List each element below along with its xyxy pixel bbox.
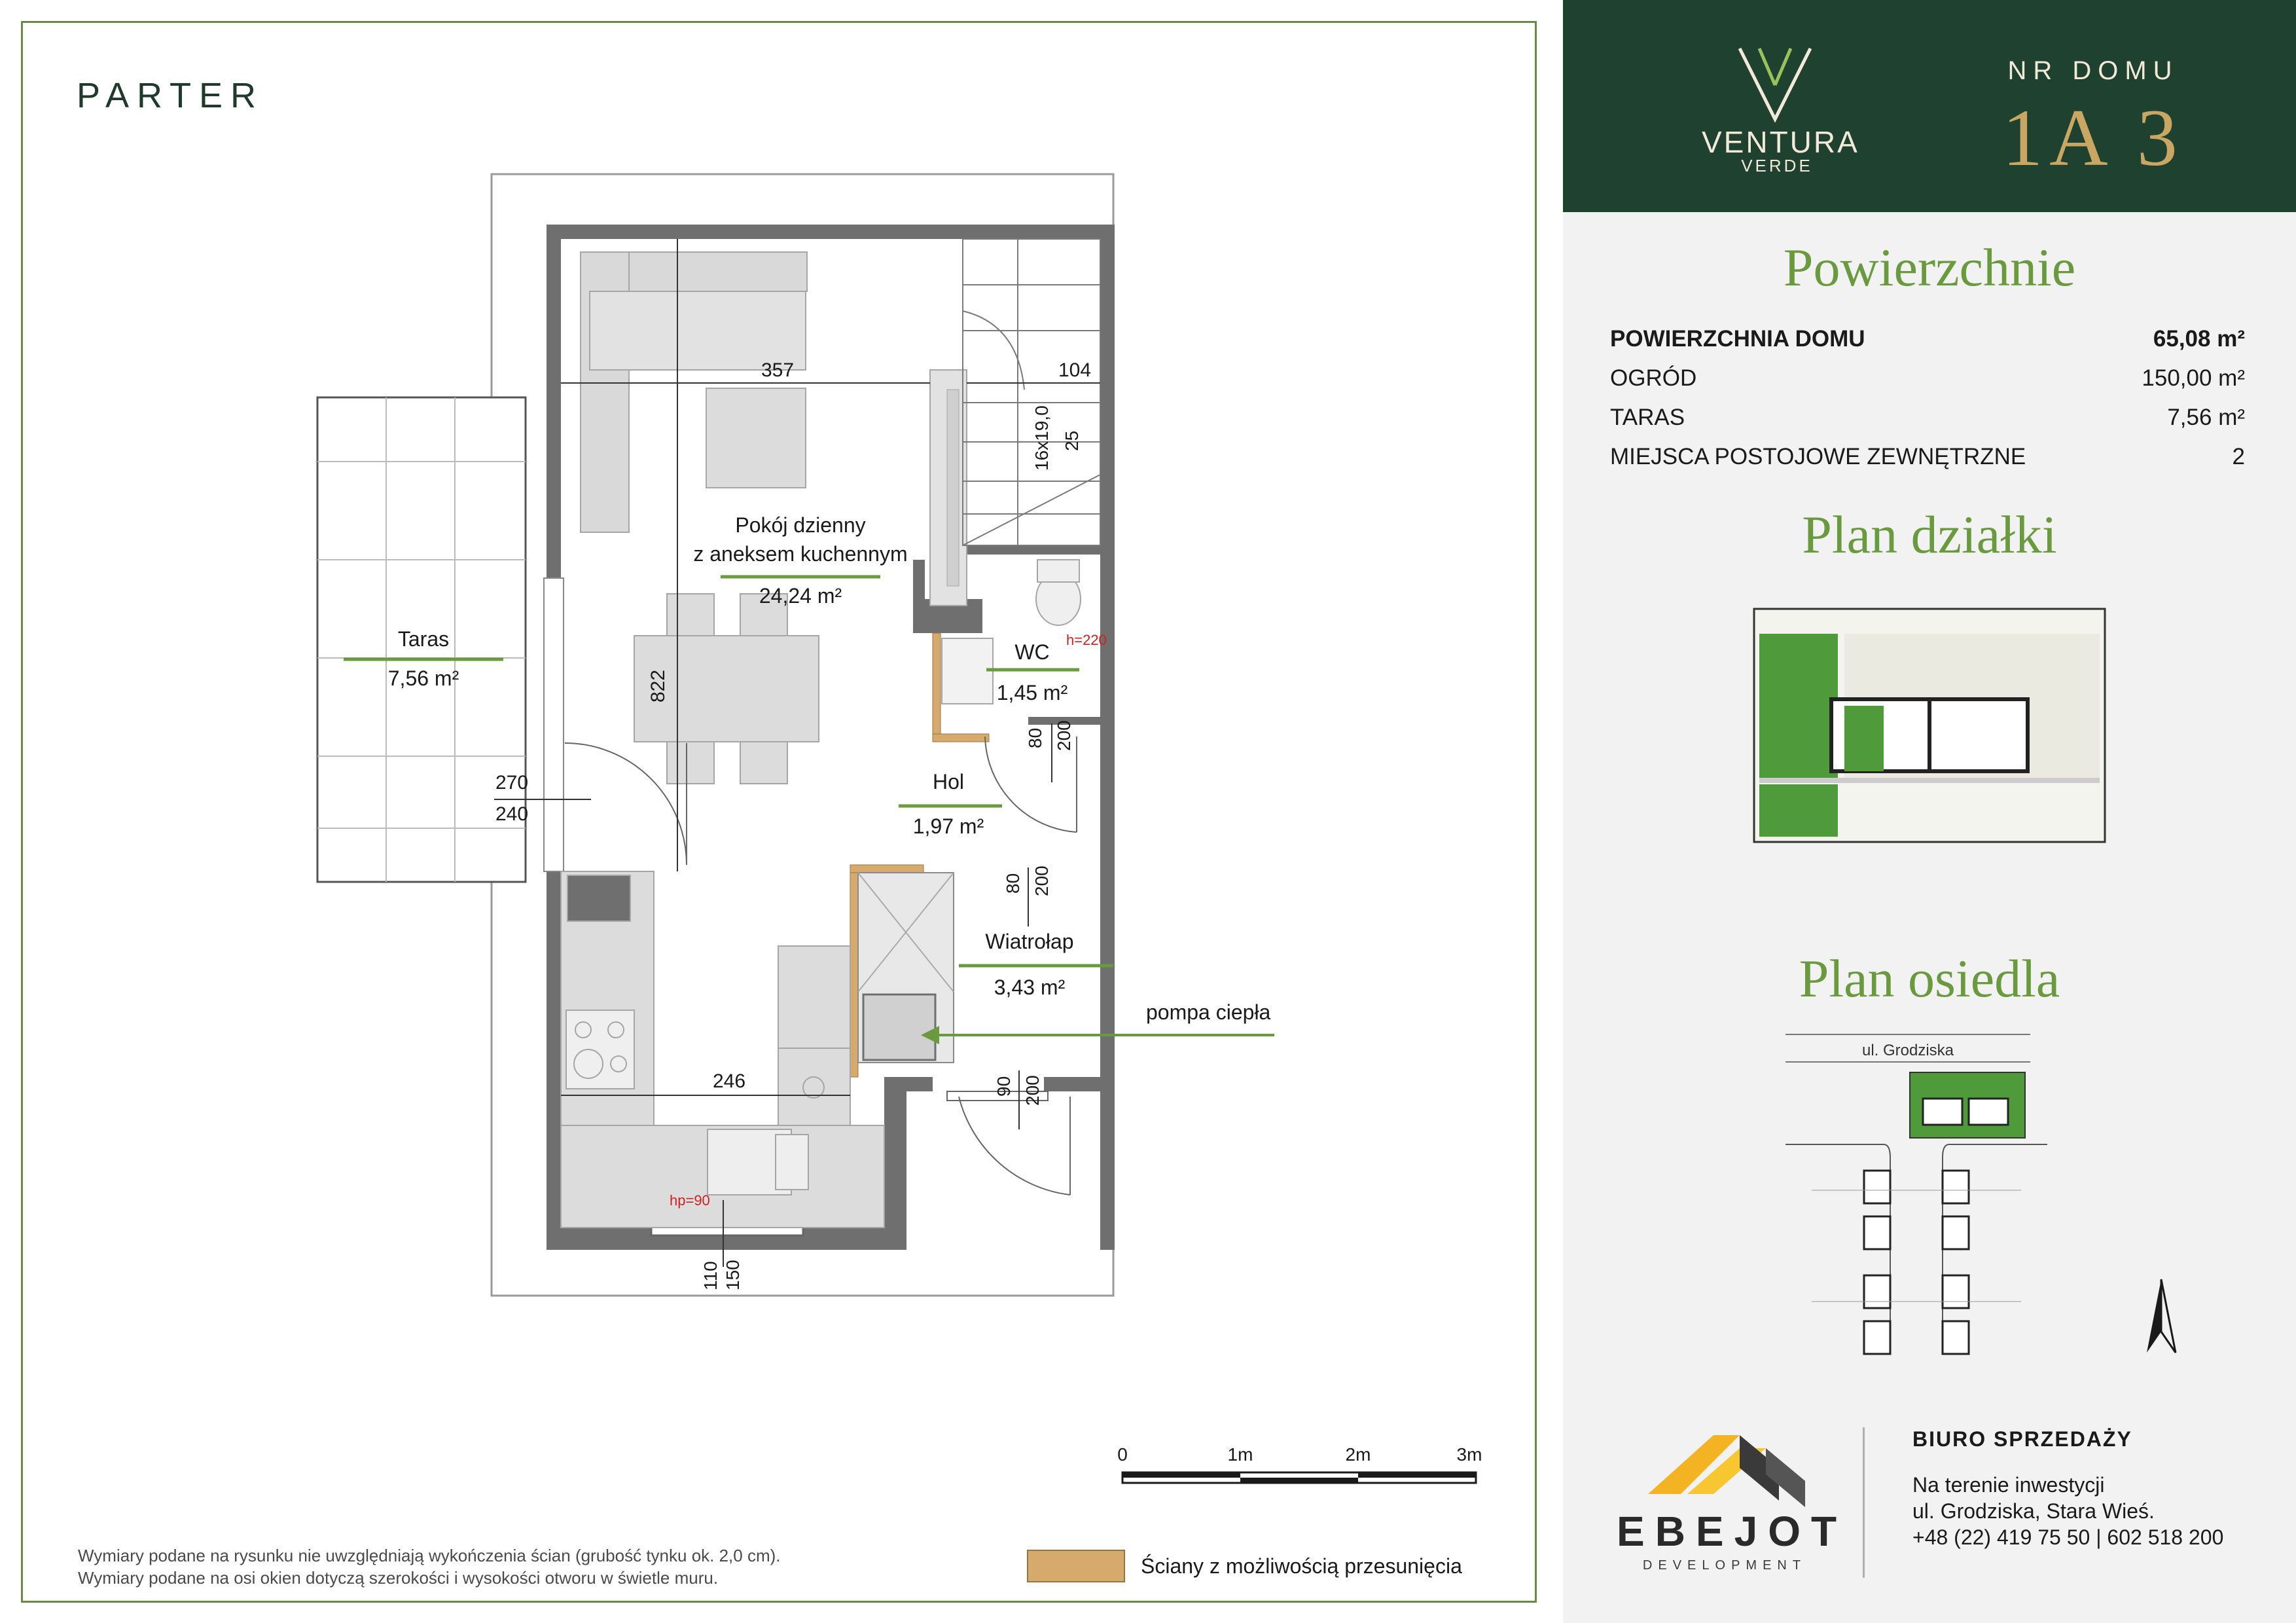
room-wc: WC 1,45 m²: [986, 640, 1079, 704]
sofa: [580, 251, 808, 533]
plot-title: Plan działki: [1802, 505, 2057, 564]
room-living-name: Pokój dzienny: [735, 513, 865, 537]
dim-246: 246: [713, 1070, 745, 1092]
brand-name: VENTURA: [1702, 125, 1859, 159]
note-line-2: Wymiary podane na osi okien dotyczą szer…: [78, 1568, 719, 1588]
dim-door2-w: 80: [1003, 873, 1023, 894]
surface-row: MIEJSCA POSTOJOWE ZEWNĘTRZNE 2: [1610, 437, 2245, 477]
surfaces-title: Powierzchnie: [1783, 238, 2076, 297]
dining-table: [634, 593, 819, 784]
doors: [564, 736, 1077, 1195]
house-label: NR DOMU: [2007, 56, 2179, 85]
surface-label: TARAS: [1610, 405, 1685, 430]
scale-3: 3m: [1457, 1444, 1482, 1465]
floor-title: PARTER: [77, 76, 264, 115]
dim-270: 270: [495, 772, 528, 793]
dim-hp90: hp=90: [670, 1192, 710, 1209]
sales-line-1: Na terenie inwestycji: [1912, 1473, 2105, 1497]
room-hol-name: Hol: [933, 770, 964, 793]
surface-value: 2: [2232, 444, 2245, 469]
dim-stairs-width: 25: [1062, 431, 1082, 451]
floor-plan-drawing: 357 104 822 246 16x19,0 25 270 240 80 20…: [316, 173, 1482, 1484]
north-arrow-icon: [2147, 1279, 2177, 1353]
header: VENTURA VERDE NR DOMU 1A 3: [1563, 0, 2296, 212]
terrace: [316, 396, 527, 883]
dim-window-w: 110: [700, 1261, 721, 1290]
room-hol-area: 1,97 m²: [913, 814, 984, 838]
room-living: Pokój dzienny z aneksem kuchennym 24,24 …: [693, 513, 907, 608]
ebejot-logo-icon: [1648, 1435, 1805, 1507]
estate-title: Plan osiedla: [1799, 949, 2060, 1008]
dim-357: 357: [761, 359, 794, 381]
floor-plan-sheet: PARTER: [21, 21, 1537, 1603]
dim-window-h: 150: [723, 1260, 743, 1290]
room-taras: Taras 7,56 m²: [344, 627, 503, 690]
scale-0: 0: [1117, 1444, 1128, 1465]
scale-bar: 0 1m 2m 3m: [1117, 1444, 1482, 1484]
stairs: [962, 238, 1101, 546]
room-wc-name: WC: [1014, 640, 1049, 664]
room-wiatrolap-area: 3,43 m²: [994, 976, 1066, 999]
note-line-1: Wymiary podane na rysunku nie uwzględnia…: [78, 1546, 781, 1565]
surface-label: MIEJSCA POSTOJOWE ZEWNĘTRZNE: [1610, 444, 2026, 469]
sales-phone[interactable]: +48 (22) 419 75 50 | 602 518 200: [1912, 1525, 2224, 1549]
legend-label: Ściany z możliwością przesunięcia: [1141, 1554, 1462, 1578]
dim-stairs: 16x19,0: [1031, 405, 1052, 471]
info-panel: VENTURA VERDE NR DOMU 1A 3 Powierzchnie …: [1563, 0, 2296, 1623]
divider: [1863, 1427, 1865, 1578]
walls: [547, 225, 1115, 1250]
dim-door3-h: 200: [1022, 1075, 1043, 1106]
room-wiatrolap-name: Wiatrołap: [985, 930, 1073, 953]
plot-map: [1753, 608, 2106, 843]
dim-door1-w: 80: [1025, 728, 1045, 748]
surface-value: 150,00 m²: [2142, 365, 2245, 391]
movable-walls: [850, 632, 990, 1078]
surface-row: POWIERZCHNIA DOMU 65,08 m²: [1610, 319, 2245, 359]
surface-row: OGRÓD 150,00 m²: [1610, 359, 2245, 398]
surface-label: POWIERZCHNIA DOMU: [1610, 326, 1865, 352]
dim-door1-h: 200: [1054, 720, 1074, 751]
ventura-logo-icon: [1738, 47, 1812, 123]
surfaces-table: POWIERZCHNIA DOMU 65,08 m² OGRÓD 150,00 …: [1610, 319, 2245, 477]
dim-door2-h: 200: [1031, 866, 1052, 896]
legend-swatch: [1027, 1550, 1125, 1582]
developer-sub: DEVELOPMENT: [1642, 1558, 1807, 1573]
room-wc-area: 1,45 m²: [997, 681, 1068, 704]
street-label: ul. Grodziska: [1862, 1042, 1954, 1059]
dim-240: 240: [495, 803, 528, 825]
scale-1: 1m: [1228, 1444, 1253, 1465]
dim-104: 104: [1058, 359, 1091, 381]
room-taras-area: 7,56 m²: [388, 666, 459, 690]
heat-pump-label: pompa ciepła: [1146, 1000, 1271, 1024]
surface-label: OGRÓD: [1610, 365, 1697, 391]
room-taras-name: Taras: [398, 627, 449, 651]
kitchen-units: [560, 871, 885, 1228]
heat-pump-callout: pompa ciepła: [921, 1000, 1274, 1044]
sales-title: BIURO SPRZEDAŻY: [1912, 1427, 2132, 1451]
estate-map: ul. Grodziska: [1785, 1034, 2047, 1355]
dim-door3-w: 90: [994, 1076, 1014, 1097]
surface-row: TARAS 7,56 m²: [1610, 398, 2245, 437]
room-hol: Hol 1,97 m²: [899, 770, 1002, 838]
dim-822: 822: [647, 670, 669, 702]
surface-value: 7,56 m²: [2167, 405, 2245, 430]
developer-name: EBEJOT: [1617, 1508, 1848, 1555]
house-number: 1A 3: [2002, 93, 2184, 183]
scale-2: 2m: [1346, 1444, 1371, 1465]
room-living-name2: z aneksem kuchennym: [693, 542, 907, 566]
surface-value: 65,08 m²: [2153, 326, 2245, 352]
dim-h220: h=220: [1066, 632, 1107, 648]
room-living-area: 24,24 m²: [759, 584, 842, 608]
notes: Wymiary podane na rysunku nie uwzględnia…: [78, 1544, 781, 1589]
sales-office: BIURO SPRZEDAŻY Na terenie inwestycji ul…: [1912, 1426, 2223, 1550]
room-wiatrolap: Wiatrołap 3,43 m²: [959, 930, 1113, 999]
brand-sub: VERDE: [1741, 156, 1813, 175]
legend: Ściany z możliwością przesunięcia: [1027, 1550, 1462, 1582]
sales-line-2: ul. Grodziska, Stara Wieś.: [1912, 1499, 2155, 1523]
